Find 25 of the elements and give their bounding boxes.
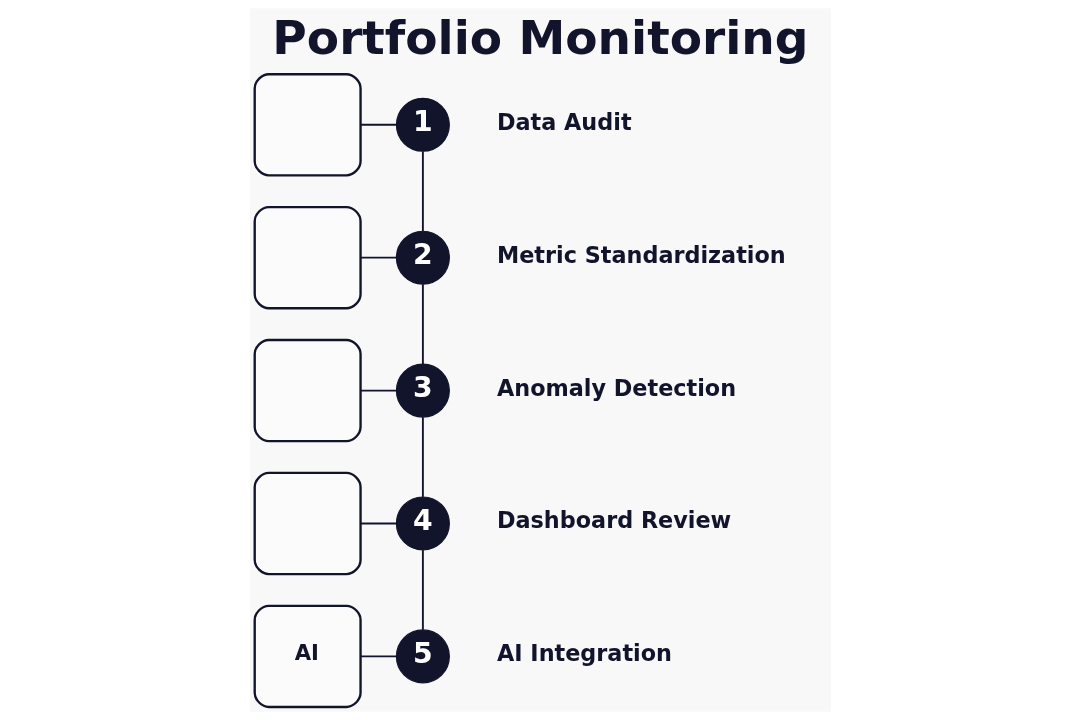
node-label: Anomaly Detection [496,374,736,401]
connector [359,123,397,126]
node-circle: 4 [395,496,450,551]
diagram-title: Portfolio Monitoring [271,10,808,66]
node-box: AI [253,604,362,709]
node-box [253,471,362,576]
node-label: Metric Standardization [496,241,786,268]
connector [359,389,397,392]
node-label: Dashboard Review [496,507,731,534]
connector [421,416,424,498]
node-box [253,205,362,310]
connector [421,283,424,365]
connector [359,522,397,525]
node-box [253,338,362,443]
connector [421,549,424,631]
node-circle: 3 [395,363,450,418]
connector [359,655,397,658]
node-box [253,73,362,177]
node-circle: 2 [395,230,450,285]
node-circle: 1 [395,97,450,152]
connector [421,150,424,233]
node-label: AI Integration [496,640,672,667]
node-label: Data Audit [496,108,632,135]
connector [359,256,397,259]
node-circle: 5 [395,629,450,684]
